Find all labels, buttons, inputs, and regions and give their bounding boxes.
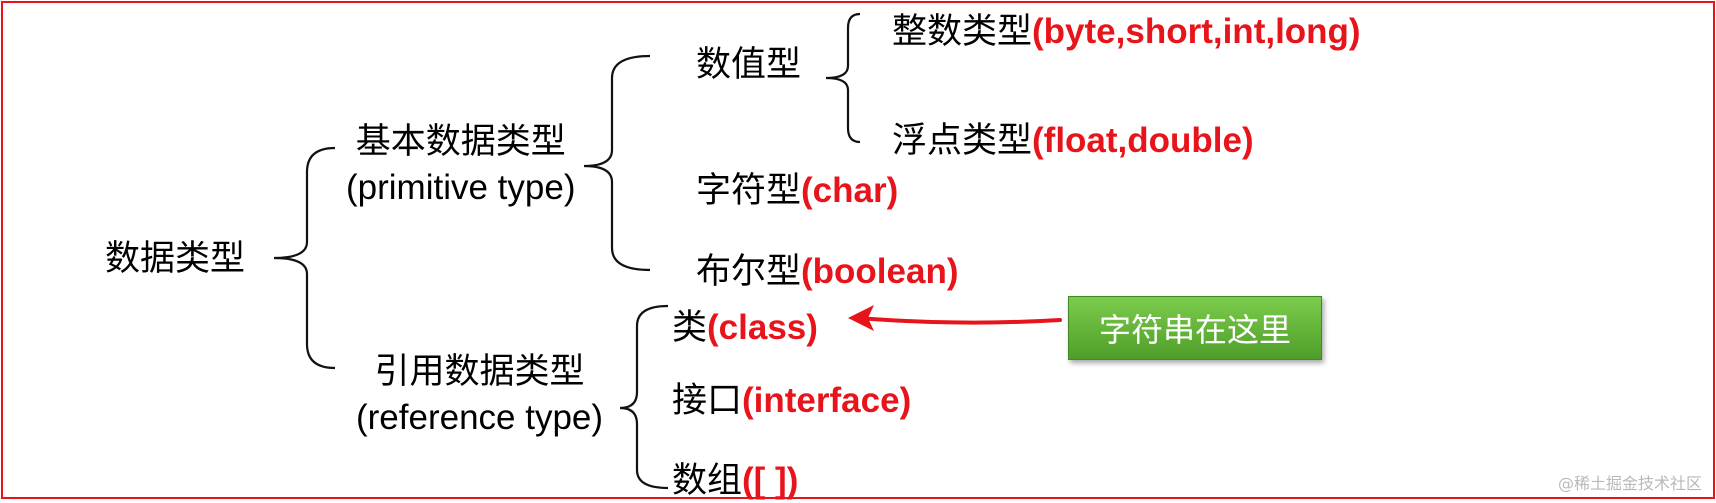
callout-arrow-line (856, 316, 1062, 325)
reference-node: 引用数据类型 (reference type) (356, 343, 603, 438)
class-types: (class) (707, 308, 818, 347)
reference-brace (619, 304, 669, 490)
floating-types: (float,double) (1032, 121, 1254, 160)
interface-types: (interface) (742, 381, 912, 420)
integer-types: (byte,short,int,long) (1032, 12, 1361, 51)
callout-arrowhead (848, 305, 874, 331)
char-types: (char) (801, 171, 899, 210)
root-brace (273, 146, 336, 370)
primitive-label-zh: 基本数据类型 (355, 122, 566, 162)
primitive-brace (583, 54, 651, 272)
floating-node: 浮点类型(float,double) (892, 112, 1254, 163)
reference-label-zh: 引用数据类型 (374, 352, 585, 392)
array-label: 数组 (672, 461, 743, 501)
class-node: 类(class) (672, 299, 818, 350)
boolean-label: 布尔型 (696, 252, 802, 292)
watermark: @稀土掘金技术社区 (1557, 474, 1702, 493)
char-node: 字符型(char) (696, 162, 898, 213)
numeric-brace (825, 12, 861, 144)
primitive-node: 基本数据类型 (primitive type) (346, 113, 575, 208)
array-types: ([ ]) (742, 461, 799, 500)
interface-node: 接口(interface) (672, 372, 911, 423)
reference-label-en: (reference type) (356, 398, 604, 437)
floating-label: 浮点类型 (892, 121, 1033, 161)
boolean-types: (boolean) (801, 252, 959, 291)
primitive-label-en: (primitive type) (346, 168, 576, 207)
integer-node: 整数类型(byte,short,int,long) (892, 3, 1361, 54)
root-label: 数据类型 (105, 239, 246, 279)
char-label: 字符型 (696, 171, 802, 211)
interface-label: 接口 (672, 381, 743, 421)
class-label: 类 (672, 308, 708, 348)
string-callout-box: 字符串在这里 (1068, 296, 1322, 360)
boolean-node: 布尔型(boolean) (696, 243, 959, 294)
array-node: 数组([ ]) (672, 452, 798, 503)
integer-label: 整数类型 (892, 12, 1033, 52)
numeric-label: 数值型 (696, 45, 802, 85)
